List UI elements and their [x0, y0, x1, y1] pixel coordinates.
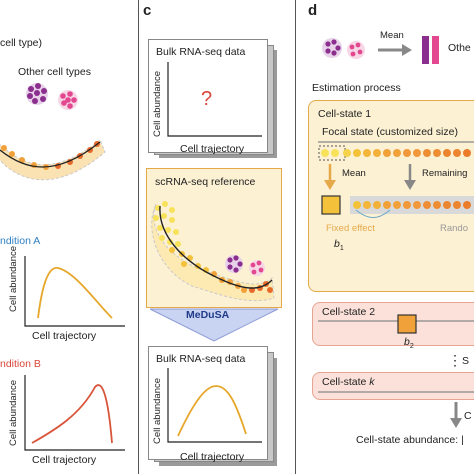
reference-trajectory — [151, 201, 275, 302]
cell-state-2-diagram — [318, 314, 474, 334]
reference-title: scRNA-seq reference — [155, 176, 256, 188]
cell-state-2-box — [312, 302, 474, 346]
b1-label: b1 — [334, 238, 344, 253]
random-effect-strip — [350, 196, 474, 214]
medusa-arrow — [149, 308, 279, 342]
bulk-top-ylabel: Cell abundance — [152, 70, 163, 137]
condition-a-title: ndition A — [0, 235, 41, 247]
divider-right — [295, 0, 296, 474]
bulk-bottom-plot — [167, 368, 262, 443]
combine-down-arrow — [450, 402, 462, 428]
cell-state-k-line — [318, 391, 474, 393]
condition-b-title: ndition B — [0, 358, 41, 370]
panel-d-letter: d — [308, 2, 318, 19]
condition-a-plot — [24, 256, 125, 327]
panel-c-letter: c — [143, 2, 152, 19]
bulk-bottom-ylabel: Cell abundance — [152, 377, 163, 444]
ellipsis-dots: ⋮ — [448, 352, 462, 368]
focal-state-label: Focal state (customized size) — [322, 126, 458, 138]
mean-arrow-label: Mean — [342, 168, 366, 179]
cell-state-1-diagram — [318, 141, 474, 218]
cell-dots-row-bottom — [353, 201, 471, 209]
pink-cluster — [58, 90, 78, 110]
b2-label: b2 — [404, 336, 414, 351]
condition-a-curve — [37, 267, 113, 319]
unknown-mark: ? — [201, 88, 213, 110]
bulk-top-xlabel: Cell trajectory — [180, 143, 245, 155]
mean-label: Mean — [380, 30, 404, 41]
bulk-top-axes — [167, 62, 262, 137]
purple-cluster — [322, 38, 342, 58]
bulk-top-title: Bulk RNA-seq data — [156, 46, 246, 58]
c-label: C — [464, 410, 472, 422]
condition-a-ylabel: Cell abundance — [8, 245, 19, 312]
pink-bar — [432, 36, 439, 64]
purple-bar — [422, 36, 429, 64]
cell-state-2-box-marker — [397, 314, 417, 334]
random-effect-label: Rando — [440, 223, 468, 234]
cell-dots-row-top — [321, 149, 471, 157]
condition-b-ylabel: Cell abundance — [8, 379, 19, 446]
fixed-effect-label: Fixed effect — [326, 223, 375, 234]
fixed-effect-box — [321, 195, 341, 215]
other-label: Othe — [448, 42, 471, 54]
cell-state-1-title: Cell-state 1 — [318, 108, 372, 120]
estimation-title: Estimation process — [312, 82, 401, 94]
condition-b-curve — [31, 384, 113, 444]
cell-state-k-box — [312, 372, 474, 400]
other-cell-clusters — [26, 83, 78, 110]
cell-state-2-title: Cell-state 2 — [322, 306, 376, 318]
bulk-bottom-curve — [177, 385, 247, 437]
condition-a-xlabel: Cell trajectory — [32, 330, 97, 342]
medusa-label: MeDuSA — [186, 309, 230, 321]
purple-cluster — [26, 83, 48, 105]
condition-b-plot — [24, 375, 125, 451]
bulk-bottom-title: Bulk RNA-seq data — [156, 353, 246, 365]
divider-left — [138, 0, 139, 474]
other-cell-types-label: Other cell types — [18, 66, 91, 78]
s-label: S — [462, 355, 470, 367]
bulk-bottom-xlabel: Cell trajectory — [180, 451, 245, 463]
cell-type-label: cell type) — [0, 37, 43, 49]
result-label: Cell-state abundance: | — [356, 434, 464, 446]
left-trajectory-fragment — [0, 139, 106, 181]
panel-d-header-graphics — [322, 36, 439, 64]
pink-cluster — [347, 41, 365, 59]
cell-state-k-title: Cell-state k — [322, 376, 375, 388]
condition-b-xlabel: Cell trajectory — [32, 454, 97, 466]
remaining-label: Remaining — [422, 168, 468, 179]
